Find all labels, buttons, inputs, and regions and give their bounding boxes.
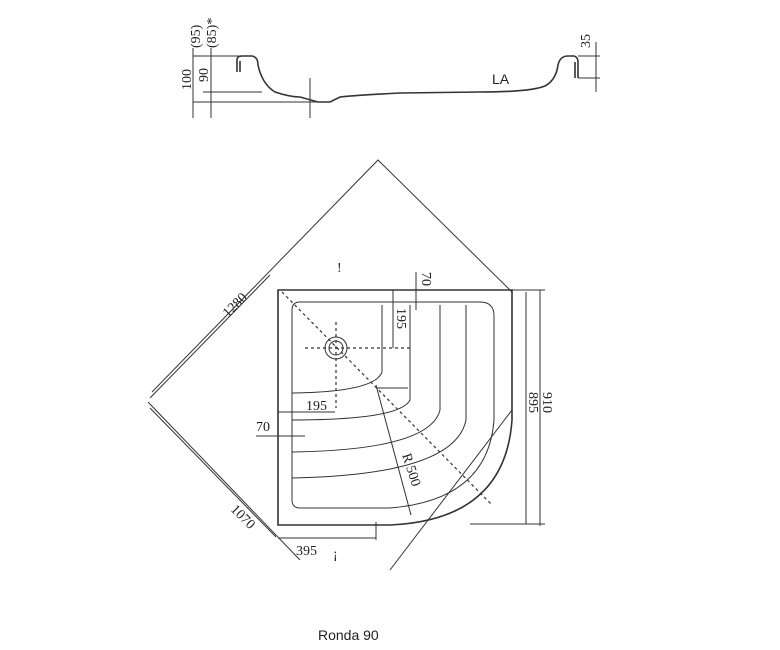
tray-ribs — [291, 305, 467, 479]
model-caption: Ronda 90 — [318, 627, 379, 643]
dim-85: (85)* — [205, 18, 220, 48]
profile-section: (95) (85)* 100 90 35 LA — [180, 18, 600, 118]
dim-line-1280 — [149, 274, 271, 399]
dim-70-horizontal: 70 — [256, 420, 270, 435]
dim-35: 35 — [579, 34, 594, 48]
plan-view: ! ¡ 1280 1070 395 195 70 195 70 R 500 89… — [147, 159, 554, 571]
dim-195-horizontal: 195 — [306, 399, 327, 414]
tray-inner — [291, 301, 495, 509]
profile-outline — [236, 55, 579, 103]
dim-1070: 1070 — [227, 502, 257, 532]
dim-195-vertical: 195 — [393, 308, 408, 329]
diagonal-axis — [281, 291, 493, 506]
dim-910: 910 — [539, 392, 554, 413]
dim-line-1070 — [149, 407, 277, 538]
svg-text:¡: ¡ — [333, 547, 338, 562]
dim-70-vertical: 70 — [418, 272, 433, 286]
svg-text:!: ! — [337, 261, 342, 276]
label-la: LA — [492, 71, 510, 87]
dim-100: 100 — [180, 69, 195, 90]
dim-95: (95) — [189, 24, 204, 48]
tray-outline — [277, 289, 513, 526]
dim-395: 395 — [296, 544, 317, 559]
dim-895: 895 — [525, 392, 540, 413]
dim-90: 90 — [197, 68, 212, 82]
dim-line-radius — [375, 384, 412, 516]
